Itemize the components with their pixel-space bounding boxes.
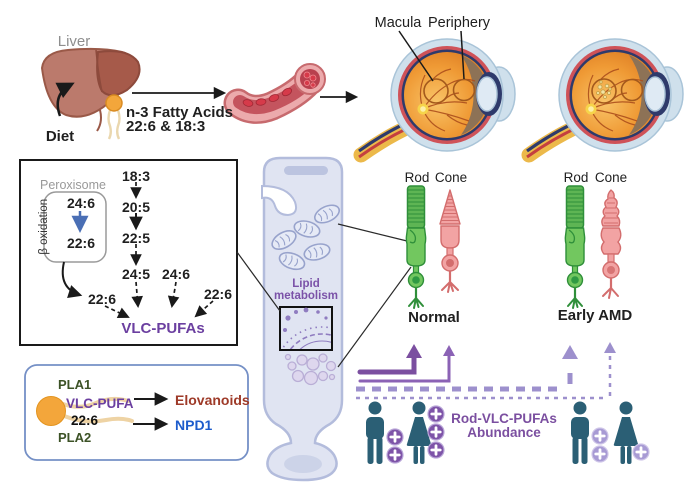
periphery-circle-amd bbox=[620, 78, 644, 102]
trend-arrow-2 bbox=[358, 345, 455, 383]
npd1-label: NPD1 bbox=[175, 417, 213, 433]
periphery-circle bbox=[452, 78, 476, 102]
chain-22-5-label: 22:5 bbox=[121, 230, 151, 246]
membrane-dots bbox=[283, 307, 328, 332]
rod-cell-normal bbox=[405, 184, 427, 310]
blood-vessel-illustration bbox=[223, 63, 326, 124]
eye-normal-illustration bbox=[359, 39, 515, 157]
eye-amd-illustration bbox=[527, 39, 683, 157]
diet-arrow bbox=[55, 82, 75, 117]
membrane-detail-box bbox=[279, 306, 333, 351]
zoom-connector-lines bbox=[236, 223, 412, 368]
diet-label: Diet bbox=[45, 128, 75, 145]
abundance-label-line2: Abundance bbox=[467, 425, 541, 440]
chain-20-5-label: 20:5 bbox=[121, 199, 151, 215]
trend-arrow-4 bbox=[356, 342, 616, 400]
cone-cell-amd bbox=[600, 188, 622, 300]
lipid-droplet-icon bbox=[105, 94, 123, 140]
macula-label: Macula bbox=[374, 15, 422, 31]
peroxisome-product-label: 22:6 bbox=[66, 235, 96, 251]
periphery-label: Periphery bbox=[427, 15, 491, 31]
beta-oxidation-label: β oxidation bbox=[38, 198, 51, 255]
cone-cell-normal bbox=[438, 188, 462, 294]
abundance-label-line1: Rod-VLC-PUFAs bbox=[451, 411, 557, 426]
cell-illustration bbox=[261, 156, 344, 482]
side-24-6-label: 24:6 bbox=[161, 266, 191, 282]
pathway-arrows bbox=[61, 182, 214, 319]
sn2-22-6-label: 22:6 bbox=[71, 413, 99, 428]
pla1-label: PLA1 bbox=[58, 377, 92, 392]
phospholipid-icon bbox=[36, 396, 134, 426]
fatty-acids-label-line1: n-3 Fatty Acids bbox=[126, 104, 233, 121]
fatty-acids-label-line2: 22:6 & 18:3 bbox=[126, 118, 206, 135]
rod-cell-amd bbox=[564, 184, 586, 310]
liver-label: Liver bbox=[57, 33, 91, 50]
cell-inlet bbox=[261, 184, 298, 217]
vlc-pufas-label: VLC-PUFAs bbox=[121, 320, 205, 337]
chain-24-5-label: 24:5 bbox=[121, 266, 151, 282]
liver-illustration bbox=[40, 47, 141, 132]
vlc-pufa-tail-label: VLC-PUFA bbox=[66, 396, 134, 411]
lipase-box bbox=[24, 364, 249, 461]
cone-label-normal: Cone bbox=[434, 170, 468, 185]
eye-label-pointers bbox=[398, 30, 465, 82]
trend-arrow-3 bbox=[356, 345, 578, 392]
lipase-arrows bbox=[133, 392, 169, 431]
early-amd-caption: Early AMD bbox=[557, 307, 633, 324]
cone-label-amd: Cone bbox=[594, 170, 628, 185]
peroxisome-substrate-label: 24:6 bbox=[66, 195, 96, 211]
rod-label-amd: Rod bbox=[563, 170, 589, 185]
trend-arrow-1 bbox=[357, 344, 422, 375]
vesicle-cluster bbox=[284, 353, 337, 386]
chain-18-3-label: 18:3 bbox=[121, 168, 151, 184]
right-22-6-label: 22:6 bbox=[203, 286, 233, 302]
person-man-icon bbox=[366, 401, 384, 464]
pla2-label: PLA2 bbox=[58, 430, 92, 445]
macula-circle-amd bbox=[591, 78, 617, 104]
lipid-metabolism-label-line2: metabolism bbox=[274, 290, 338, 302]
rod-label-normal: Rod bbox=[404, 170, 430, 185]
normal-caption: Normal bbox=[408, 309, 460, 326]
drusen-dots bbox=[596, 80, 612, 99]
peroxisome-label: Peroxisome bbox=[40, 178, 106, 192]
elovanoids-label: Elovanoids bbox=[175, 392, 250, 408]
person-man-icon bbox=[571, 401, 589, 464]
macula-circle bbox=[423, 78, 449, 104]
lipid-metabolism-label-line1: Lipid bbox=[292, 278, 320, 290]
left-22-6-label: 22:6 bbox=[87, 291, 117, 307]
